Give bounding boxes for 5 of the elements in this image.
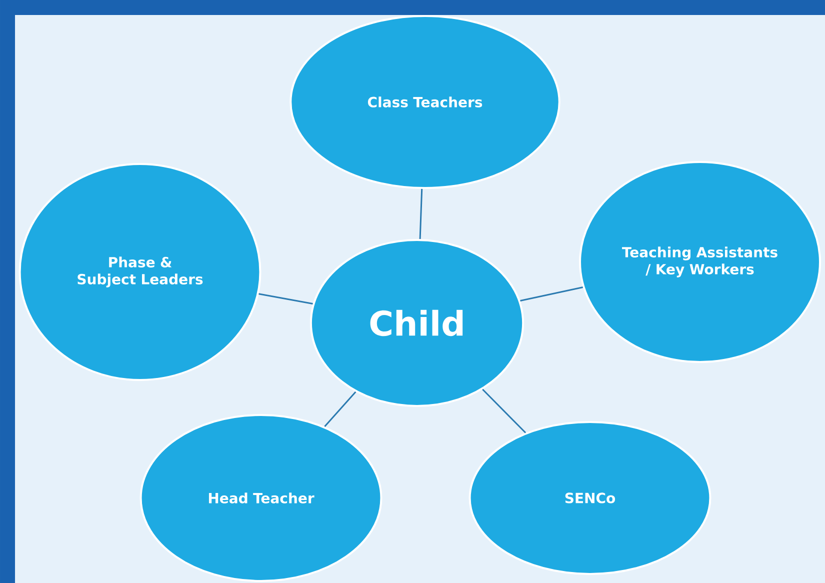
connector-line (324, 391, 356, 428)
connector-line (258, 293, 313, 305)
connector-line (419, 188, 423, 240)
connector-line (520, 286, 583, 302)
connector-line (482, 388, 526, 434)
